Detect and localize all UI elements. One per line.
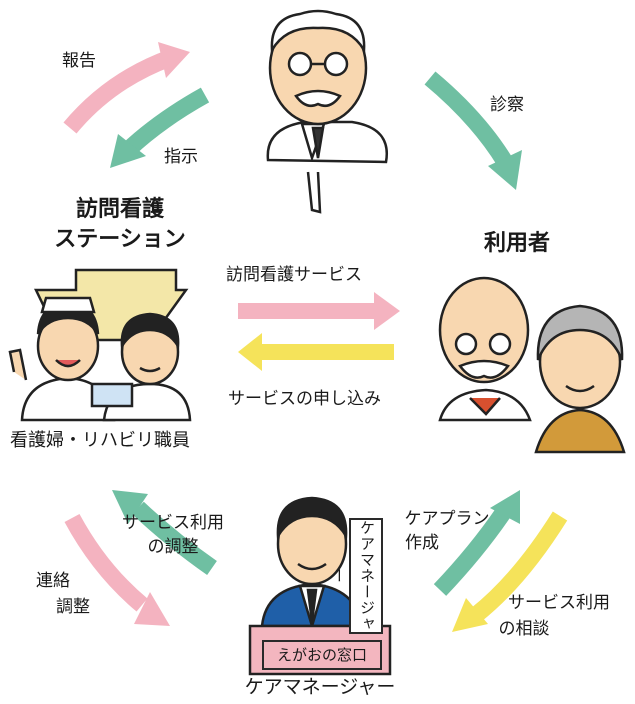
- report-arrow: [63, 42, 190, 134]
- station-title-line2: ステーション: [54, 227, 186, 252]
- examination-arrow: [424, 71, 522, 190]
- doctor-illustration: [266, 9, 389, 214]
- nurse-illustration: [8, 296, 116, 422]
- examination-label: 診察: [490, 95, 524, 115]
- consult-label-2: の相談: [498, 619, 550, 639]
- service-adjust-label-1: サービス利用: [122, 513, 224, 533]
- careplan-label-1: ケアプラン: [404, 509, 490, 529]
- nursing-service-label: 訪問看護サービス: [226, 265, 362, 285]
- consult-label-1: サービス利用: [508, 593, 610, 613]
- care-manager-label: ケアマネージャー: [244, 676, 396, 698]
- contact-arrow: [64, 513, 170, 626]
- report-label: 報告: [62, 51, 96, 71]
- care-manager-sign: ケアマネージャー: [330, 518, 383, 634]
- therapist-illustration: [90, 312, 192, 422]
- desk-sign: えがおの窓口: [262, 640, 382, 670]
- service-adjust-arrow: [112, 490, 217, 575]
- user-title: 利用者: [484, 231, 551, 256]
- station-staff-label: 看護婦・リハビリ職員: [10, 430, 190, 451]
- station-title-line1: 訪問看護: [75, 197, 164, 222]
- service-application-label: サービスの申し込み: [228, 389, 381, 409]
- instruction-label: 指示: [164, 147, 198, 167]
- service-adjust-label-2: の調整: [147, 537, 199, 557]
- careplan-arrow: [433, 490, 520, 596]
- contact-label-1: 連絡: [36, 571, 70, 591]
- careplan-label-2: 作成: [405, 533, 439, 553]
- elderly-woman-illustration: [534, 304, 626, 454]
- nursing-service-arrow: [238, 292, 400, 330]
- instruction-arrow: [110, 87, 210, 168]
- service-application-arrow: [238, 333, 394, 371]
- consult-arrow: [452, 511, 568, 632]
- contact-label-2: 調整: [56, 597, 90, 617]
- elderly-man-illustration: [438, 276, 532, 422]
